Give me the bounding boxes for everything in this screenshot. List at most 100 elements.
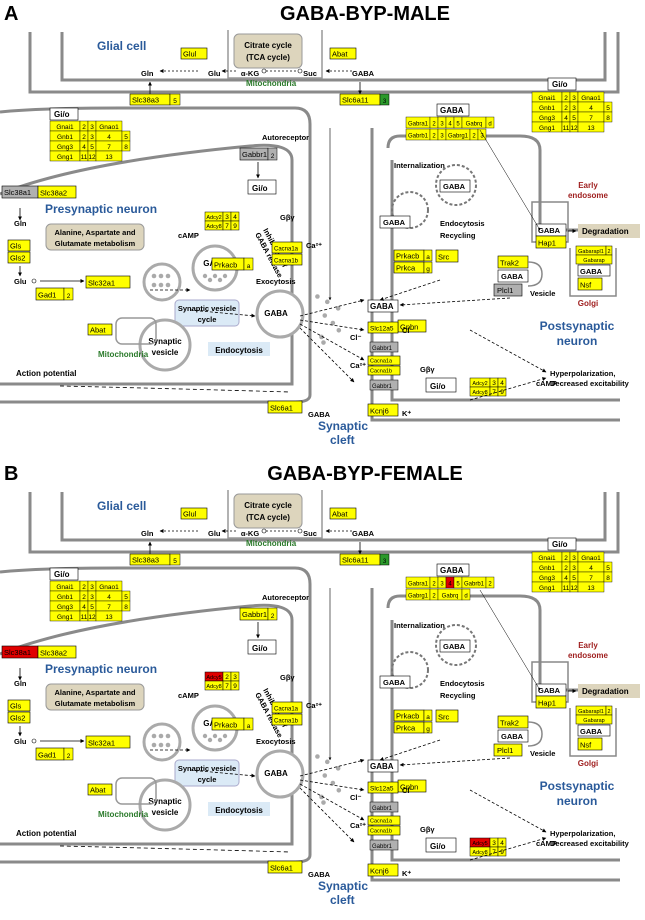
postsynaptic-outer-membrane	[370, 588, 620, 882]
gabaa-int-label: GABA	[383, 218, 406, 227]
gene-slc6a11-label: Slc6a11	[342, 556, 369, 565]
gln-glial: Gln	[141, 69, 154, 78]
synves-label-1: Synaptic	[148, 797, 182, 806]
gbg-post-label: Gβγ	[420, 365, 435, 374]
gene-cacna1b-post-label: Cacna1b	[370, 369, 392, 375]
k-label: K⁺	[402, 869, 411, 878]
autoreceptor-label: Autoreceptor	[262, 133, 309, 142]
endocytosis-label: Endocytosis	[215, 806, 263, 815]
hyper-label-2: Decreased excitability	[550, 839, 630, 848]
arrow	[299, 327, 355, 383]
gio-pre-cell-text: 12	[88, 154, 96, 161]
gene-gabbr1-label: Gabbr1	[242, 610, 267, 619]
gabbr1-post-label: Gabbr1	[372, 346, 393, 352]
trak-vesicle-shape	[527, 261, 543, 287]
presynaptic-inner-membrane	[0, 603, 294, 846]
arrow	[189, 769, 256, 778]
gabarap-row-cell-text: Gabarap	[583, 258, 604, 264]
gene-gls2-label: Gls2	[10, 254, 25, 263]
adcy-row2-cell-text: Adcy8	[206, 684, 221, 690]
cleft-gaba-dot	[321, 340, 326, 345]
prkacb-iso-cell-text: a	[247, 263, 251, 270]
gaba-dot	[165, 742, 171, 748]
adcy-post-row2-cell	[497, 386, 507, 397]
gene-kcnj6-label: Kcnj6	[370, 867, 389, 876]
gabaa-cell-text: Gabra1	[408, 582, 429, 588]
gabbr1-iso-cell	[267, 607, 278, 621]
gabaa-cell-text: 5	[456, 582, 460, 588]
glu-glial: Glu	[208, 529, 221, 538]
gene-src-box	[435, 709, 459, 723]
suc-label: Suc	[303, 529, 317, 538]
prkacb-iso-cell-text: a	[247, 723, 251, 730]
gio-top-cell-text: Gnai1	[538, 95, 556, 102]
gio-top-cell-text: 2	[564, 105, 568, 112]
cleft-gaba-dot	[322, 313, 328, 318]
gad1-iso-cell	[63, 747, 74, 761]
arrow	[299, 783, 365, 821]
gene-prkca-label: Prkca	[396, 264, 416, 273]
gabaa-trak-box	[497, 729, 529, 743]
gene-cacna1b-label: Cacna1b	[274, 719, 299, 725]
adcy-post-row2-cell	[497, 846, 507, 857]
gio-pre-cell-text: 12	[88, 614, 96, 621]
gio-pre-cell-text: Gnai1	[56, 124, 74, 131]
prkacb-post-iso-cell	[423, 709, 433, 722]
action-potential-label: Action potential	[16, 369, 76, 378]
postsynaptic-outer-membrane	[370, 128, 620, 422]
slc6a11-iso-cell-text: 3	[383, 98, 387, 105]
prkacb-iso-cell	[243, 717, 254, 731]
adcy-row2-cell-text: 9	[233, 683, 237, 690]
tca-label-2: (TCA cycle)	[246, 513, 290, 522]
adcy-post-row2-cell-text: Adcy8	[472, 390, 487, 396]
cleft-gaba-label: GABA	[308, 410, 331, 419]
gio-top-cell-text: 2	[564, 565, 568, 572]
gio-top-cell-text: 13	[587, 585, 595, 592]
gene-nsf-label: Nsf	[580, 281, 592, 290]
gabbr1-post-box	[369, 801, 399, 813]
gabaa-cell-text: 4	[448, 582, 452, 588]
presynaptic-membrane	[0, 106, 312, 404]
gene-cacna1b-post-box	[367, 825, 401, 836]
tca-label-1: Citrate cycle	[244, 41, 292, 50]
gene-gad1-label: Gad1	[38, 751, 56, 760]
gio-top-cell-text: 5	[606, 565, 610, 572]
gabbr1-post2-box	[369, 839, 399, 851]
gene-gls2-box	[7, 251, 31, 264]
gene-cacna1a-post-label: Cacna1a	[370, 819, 393, 825]
gaba-dot	[217, 277, 223, 283]
gene-kcnj6-label: Kcnj6	[370, 407, 389, 416]
hyper-label-1: Hyperpolarization,	[550, 369, 615, 378]
gabbr1-post2-label: Gabbr1	[372, 844, 393, 850]
gio-pre-cell-text: 4	[82, 144, 86, 151]
gio-pre-cell-text: 5	[90, 604, 94, 611]
degradation-box	[578, 684, 640, 698]
gio-pre-cell-text: Gng3	[57, 604, 73, 611]
mito-presyn	[115, 317, 157, 345]
slc38a3-iso-cell	[169, 553, 181, 566]
gene-slc6a1-box	[267, 400, 303, 414]
gene-glul-box	[180, 507, 208, 520]
endo-recycle-1: Endocytosis	[440, 679, 485, 688]
gio-pre-cell-text: 2	[82, 134, 86, 141]
adcy-row1-cell-text: Adcy5	[206, 675, 221, 681]
gabaa-ee-label: GABA	[538, 686, 561, 695]
gabaa-cell-text: d	[464, 594, 467, 600]
gio-top-cell-text: Gng1	[539, 585, 555, 592]
gio-top-cell-text: Gnao1	[581, 555, 601, 562]
cl-cleft: Cl⁻	[350, 793, 362, 802]
endocytosis-vesicle	[435, 624, 477, 666]
gaba-dot	[151, 282, 157, 288]
postsynaptic-label-2: neuron	[557, 334, 598, 348]
internalization-vesicle	[391, 651, 429, 689]
mitochondria-glial-label: Mitochondria	[246, 539, 297, 548]
gene-cacna1b-post-label: Cacna1b	[370, 829, 392, 835]
gene-gphn-label: Gphn	[400, 323, 418, 332]
gio-top-cell	[603, 571, 613, 583]
gio-pre-cell-text: 4	[107, 134, 111, 141]
endo-recycle-2: Recycling	[440, 691, 476, 700]
cl-post: Cl⁻	[402, 326, 414, 335]
gln-glial: Gln	[141, 529, 154, 538]
